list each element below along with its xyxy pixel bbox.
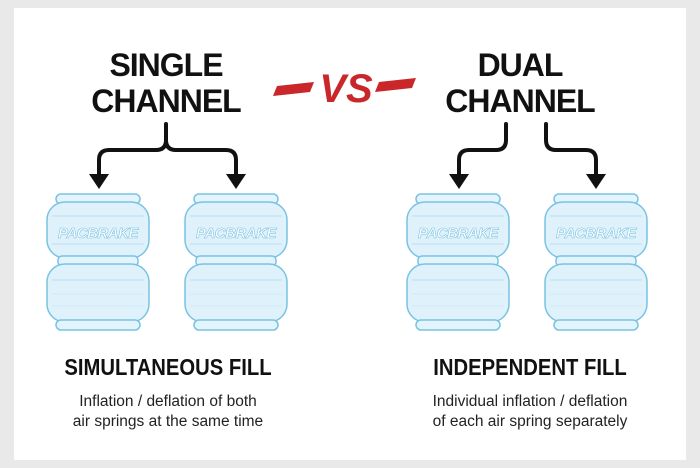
brand-label: PACBRAKE	[196, 225, 277, 242]
versus-right-dash	[375, 78, 416, 92]
simultaneous-fill-description: Inflation / deflation of both air spring…	[18, 392, 318, 432]
versus-badge: VS	[273, 67, 416, 111]
split-arrowhead-left	[89, 174, 109, 189]
versus-text: VS	[319, 67, 373, 111]
single-channel-heading-line1: SINGLE	[109, 47, 223, 83]
versus-left-dash	[273, 82, 314, 96]
simultaneous-fill-title: SIMULTANEOUS FILL	[64, 354, 272, 380]
independent-arrowhead-left	[449, 174, 469, 189]
simultaneous-fill-desc-line2: air springs at the same time	[72, 413, 264, 430]
split-arrow-right	[164, 138, 238, 178]
comparison-panel: SINGLE CHANNEL VS DUAL CHANNEL PACBRAKE	[14, 8, 686, 460]
dual-channel-heading-line1: DUAL	[478, 47, 563, 83]
single-channel-arrows	[97, 122, 238, 178]
dual-channel-arrows	[457, 122, 598, 178]
simultaneous-fill-desc-line1: Inflation / deflation of both	[79, 393, 257, 410]
brand-label: PACBRAKE	[58, 225, 139, 242]
split-arrow-left	[97, 122, 168, 178]
independent-arrow-right	[544, 122, 598, 178]
air-spring-single-right: PACBRAKE	[184, 193, 288, 331]
dual-channel-heading-line2: CHANNEL	[445, 83, 595, 119]
single-channel-heading-line2: CHANNEL	[91, 83, 241, 119]
brand-label: PACBRAKE	[556, 225, 637, 242]
independent-arrowhead-right	[586, 174, 606, 189]
independent-fill-description: Individual inflation / deflation of each…	[380, 392, 680, 432]
independent-fill-title: INDEPENDENT FILL	[433, 354, 627, 380]
air-spring-dual-right: PACBRAKE	[544, 193, 648, 331]
air-spring-single-left: PACBRAKE	[46, 193, 150, 331]
independent-arrow-left	[457, 122, 508, 178]
split-arrowhead-right	[226, 174, 246, 189]
brand-label: PACBRAKE	[418, 225, 499, 242]
air-spring-dual-left: PACBRAKE	[406, 193, 510, 331]
independent-fill-desc-line1: Individual inflation / deflation	[432, 393, 628, 410]
comparison-diagram: SINGLE CHANNEL VS DUAL CHANNEL PACBRAKE	[46, 47, 648, 331]
independent-fill-desc-line2: of each air spring separately	[432, 413, 628, 430]
